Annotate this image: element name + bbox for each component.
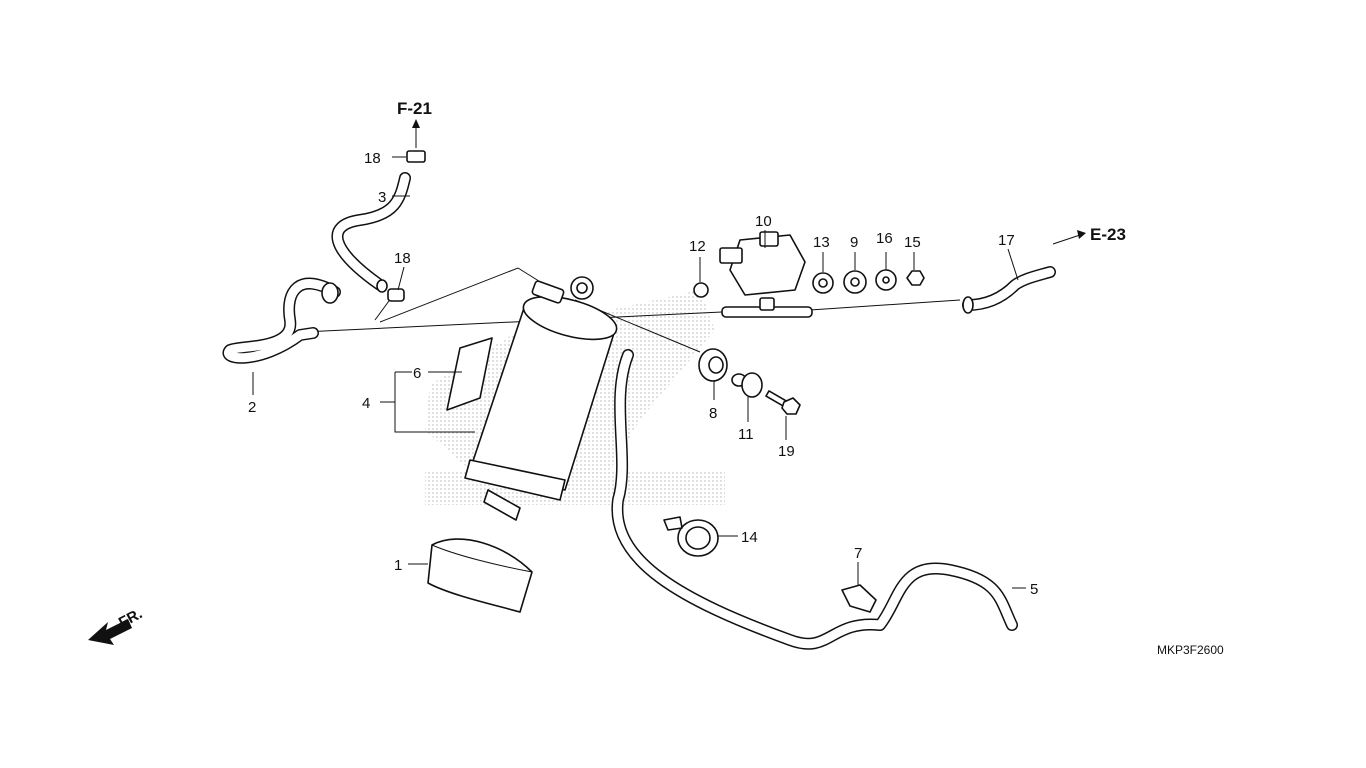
callout-1[interactable]: 1 xyxy=(394,557,402,574)
callout-7[interactable]: 7 xyxy=(854,545,862,562)
drawing-code: MKP3F2600 xyxy=(1157,643,1224,657)
arrow-to-f21 xyxy=(412,119,420,148)
ref-f21-label[interactable]: F-21 xyxy=(397,99,432,118)
hose-5 xyxy=(611,349,1018,650)
clip-7 xyxy=(841,584,877,613)
callout-11[interactable]: 11 xyxy=(738,426,754,443)
collar-12 xyxy=(693,282,709,298)
ref-e23-label[interactable]: E-23 xyxy=(1090,225,1126,244)
callout-18-upper[interactable]: 18 xyxy=(364,150,381,167)
nut-15 xyxy=(906,270,925,286)
callout-12[interactable]: 12 xyxy=(689,238,706,255)
callout-13[interactable]: 13 xyxy=(813,234,830,251)
callout-14[interactable]: 14 xyxy=(741,529,758,546)
hose-17 xyxy=(962,266,1056,314)
clamp-18-upper xyxy=(406,150,426,163)
callout-6[interactable]: 6 xyxy=(413,365,421,382)
washer-9 xyxy=(843,270,867,294)
collar-11-washer xyxy=(731,372,763,398)
grommet-13 xyxy=(812,272,834,294)
solenoid-10 xyxy=(719,231,813,318)
callout-3[interactable]: 3 xyxy=(378,189,386,206)
callout-15[interactable]: 15 xyxy=(904,234,921,251)
callout-16[interactable]: 16 xyxy=(876,230,893,247)
clamp-14 xyxy=(663,516,719,557)
callout-19[interactable]: 19 xyxy=(778,443,795,460)
callout-8[interactable]: 8 xyxy=(709,405,717,422)
washer-16 xyxy=(875,269,897,291)
front-arrow xyxy=(88,619,132,645)
bolt-19 xyxy=(765,390,801,415)
arrow-to-e23 xyxy=(1052,230,1086,245)
hose-3 xyxy=(331,172,411,293)
callout-leaders xyxy=(252,156,1026,589)
callout-18-lower[interactable]: 18 xyxy=(394,250,411,267)
band-1 xyxy=(427,538,533,613)
canister-4 xyxy=(464,276,618,521)
callout-5[interactable]: 5 xyxy=(1030,581,1038,598)
callout-4[interactable]: 4 xyxy=(362,395,370,412)
callout-2[interactable]: 2 xyxy=(248,399,256,416)
callout-17[interactable]: 17 xyxy=(998,232,1015,249)
callout-10[interactable]: 10 xyxy=(755,213,772,230)
clamp-18-lower xyxy=(387,288,405,302)
callout-9[interactable]: 9 xyxy=(850,234,858,251)
grommet-8 xyxy=(698,348,728,382)
pad-6 xyxy=(446,337,493,411)
hose-2 xyxy=(222,277,341,364)
